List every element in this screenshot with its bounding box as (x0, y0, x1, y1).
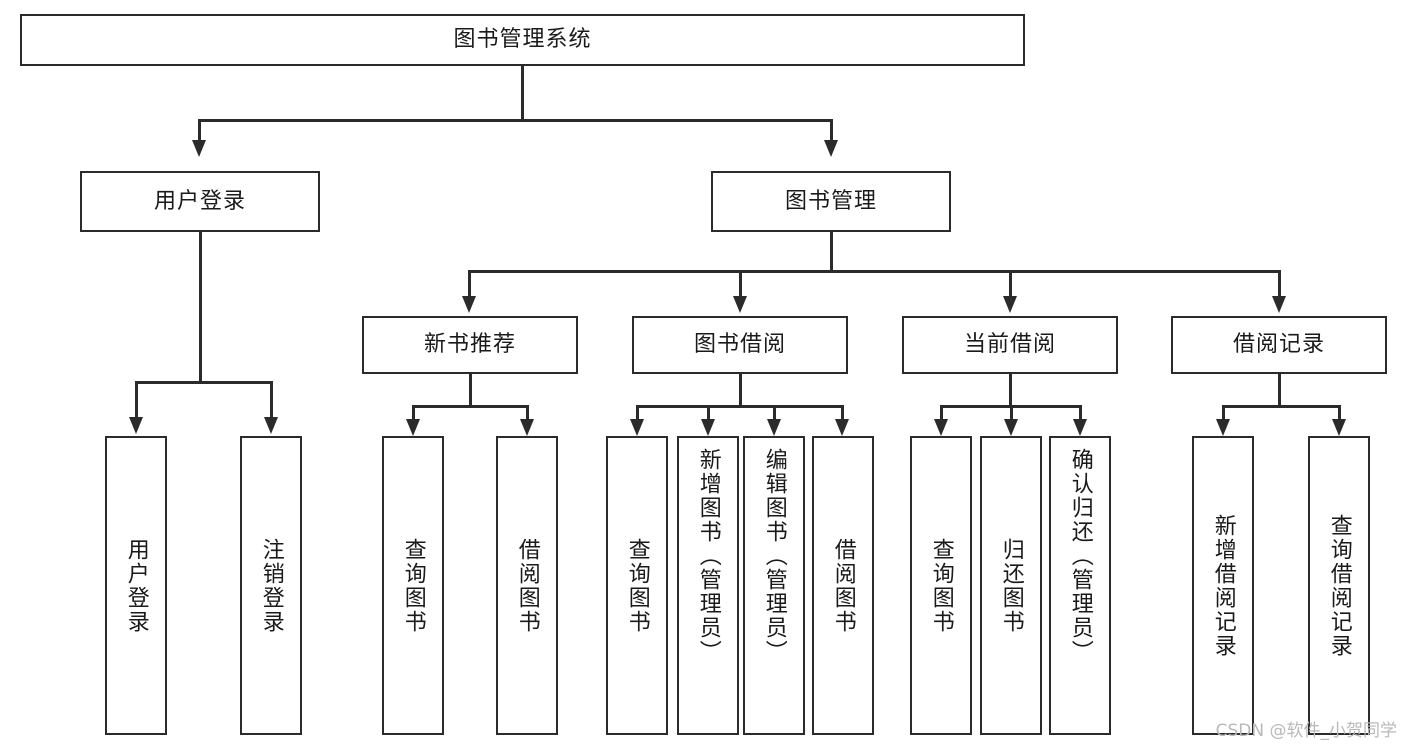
connector-borrow-record-drop-1 (1222, 405, 1225, 421)
node-label: 查询借阅记录 (1326, 513, 1352, 658)
connector-root-stem (521, 66, 524, 120)
connector-user-login-drop-1 (135, 381, 138, 419)
connector-new-book-bus (412, 405, 528, 408)
connector-current-borrow-drop-3 (1079, 405, 1082, 421)
connector-borrow-record-drop-2 (1338, 405, 1341, 421)
node-borrow-record[interactable]: 借阅记录 (1171, 316, 1387, 374)
arrow-to-new-book-leaf-1 (406, 419, 420, 436)
arrow-to-current-borrow (1003, 296, 1017, 313)
node-label: 借阅记录 (1232, 332, 1325, 358)
node-label: 注销登录 (258, 537, 284, 634)
leaf-current-borrow-confirm[interactable]: 确认归还（管理员） (1049, 436, 1111, 735)
arrow-to-book-borrow (733, 296, 747, 313)
node-label: 用户登录 (153, 188, 246, 214)
connector-root-to-user-login (198, 119, 201, 142)
arrow-to-user-login-leaf-2 (264, 417, 278, 434)
connector-new-book-drop-2 (526, 405, 529, 421)
node-label: 新增图书（管理员） (695, 448, 721, 664)
node-book-manage[interactable]: 图书管理 (711, 171, 951, 232)
node-label: 当前借阅 (963, 332, 1056, 358)
node-label: 图书管理系统 (453, 27, 592, 53)
node-label: 新增借阅记录 (1210, 513, 1236, 658)
connector-book-borrow-drop-4 (841, 405, 844, 421)
node-new-book-recommend[interactable]: 新书推荐 (362, 316, 578, 374)
leaf-borrow-record-add[interactable]: 新增借阅记录 (1192, 436, 1254, 735)
leaf-current-borrow-query[interactable]: 查询图书 (910, 436, 972, 735)
connector-book-manage-bus (468, 270, 1280, 273)
arrow-to-borrow-record-leaf-2 (1332, 419, 1346, 436)
connector-current-borrow-drop-1 (940, 405, 943, 421)
node-label: 图书借阅 (693, 332, 786, 358)
arrow-to-book-borrow-leaf-1 (630, 419, 644, 436)
connector-book-manage-drop-4 (1278, 270, 1281, 298)
arrow-to-current-borrow-leaf-3 (1073, 419, 1087, 436)
connector-borrow-record-stem (1278, 374, 1281, 406)
node-user-login[interactable]: 用户登录 (80, 171, 320, 232)
arrow-to-book-borrow-leaf-2 (701, 419, 715, 436)
leaf-book-borrow-add[interactable]: 新增图书（管理员） (677, 436, 739, 735)
leaf-current-borrow-return[interactable]: 归还图书 (980, 436, 1042, 735)
leaf-new-book-query[interactable]: 查询图书 (382, 436, 444, 735)
arrow-to-current-borrow-leaf-2 (1004, 419, 1018, 436)
connector-new-book-drop-1 (412, 405, 415, 421)
node-label: 查询图书 (624, 537, 650, 634)
arrow-to-current-borrow-leaf-1 (934, 419, 948, 436)
arrow-to-book-borrow-leaf-4 (835, 419, 849, 436)
leaf-book-borrow-borrow[interactable]: 借阅图书 (812, 436, 874, 735)
node-label: 借阅图书 (830, 537, 856, 634)
connector-new-book-stem (469, 374, 472, 406)
node-label: 确认归还（管理员） (1067, 448, 1093, 664)
connector-book-borrow-stem (739, 374, 742, 406)
connector-book-borrow-drop-3 (773, 405, 776, 421)
connector-root-to-book-manage (830, 119, 833, 142)
connector-current-borrow-drop-2 (1010, 405, 1013, 421)
arrow-to-user-login-leaf-1 (129, 417, 143, 434)
node-label: 归还图书 (998, 537, 1024, 634)
leaf-book-borrow-edit[interactable]: 编辑图书（管理员） (743, 436, 805, 735)
node-label: 用户登录 (123, 537, 149, 634)
arrow-to-borrow-record-leaf-1 (1216, 419, 1230, 436)
node-root-system[interactable]: 图书管理系统 (20, 14, 1025, 66)
connector-borrow-record-bus (1222, 405, 1340, 408)
leaf-borrow-record-query[interactable]: 查询借阅记录 (1308, 436, 1370, 735)
node-label: 新书推荐 (423, 332, 516, 358)
connector-book-borrow-drop-1 (636, 405, 639, 421)
connector-book-borrow-bus (636, 405, 843, 408)
arrow-to-user-login (192, 140, 206, 157)
connector-user-login-drop-2 (270, 381, 273, 419)
node-label: 查询图书 (928, 537, 954, 634)
connector-current-borrow-stem (1009, 374, 1012, 406)
connector-book-manage-stem (830, 232, 833, 272)
node-label: 查询图书 (400, 537, 426, 634)
node-book-borrow[interactable]: 图书借阅 (632, 316, 848, 374)
connector-root-bus (198, 119, 833, 122)
connector-user-login-stem (199, 232, 202, 382)
connector-book-borrow-drop-2 (707, 405, 710, 421)
arrow-to-borrow-record (1272, 296, 1286, 313)
arrow-to-new-book-recommend (462, 296, 476, 313)
node-current-borrow[interactable]: 当前借阅 (902, 316, 1118, 374)
node-label: 借阅图书 (514, 537, 540, 634)
connector-book-manage-drop-3 (1009, 270, 1012, 298)
node-label: 编辑图书（管理员） (761, 448, 787, 664)
connector-book-manage-drop-2 (739, 270, 742, 298)
arrow-to-book-borrow-leaf-3 (767, 419, 781, 436)
leaf-new-book-borrow[interactable]: 借阅图书 (496, 436, 558, 735)
connector-book-manage-drop-1 (468, 270, 471, 298)
leaf-user-login-logout[interactable]: 注销登录 (240, 436, 302, 735)
leaf-user-login-login[interactable]: 用户登录 (105, 436, 167, 735)
node-label: 图书管理 (784, 188, 877, 214)
arrow-to-book-manage (824, 140, 838, 157)
arrow-to-new-book-leaf-2 (520, 419, 534, 436)
leaf-book-borrow-query[interactable]: 查询图书 (606, 436, 668, 735)
connector-user-login-bus (135, 381, 272, 384)
